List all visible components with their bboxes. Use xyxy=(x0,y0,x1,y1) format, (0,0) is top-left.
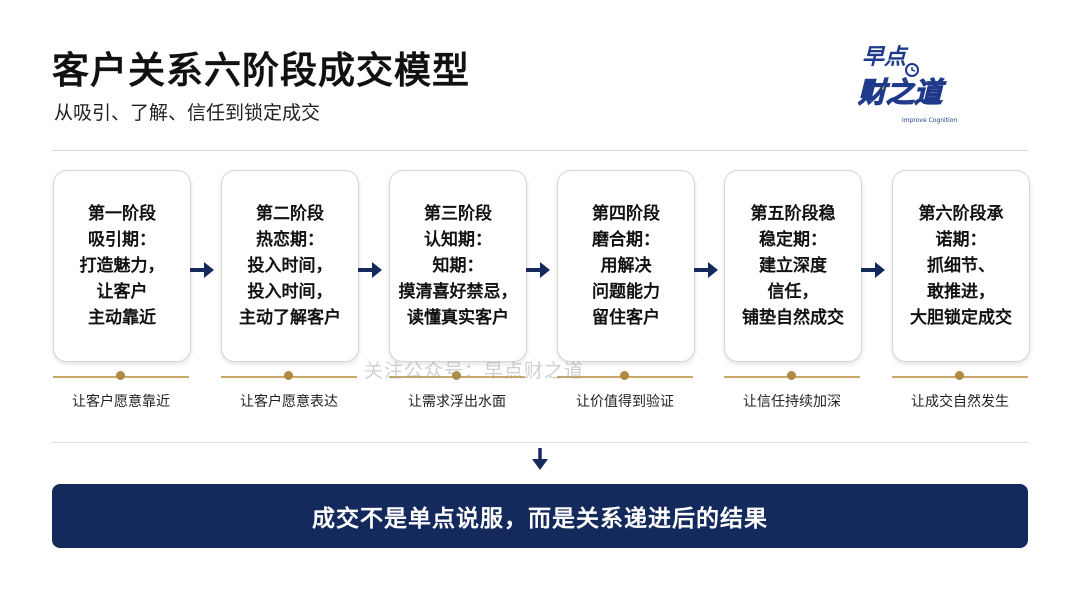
logo-line1: 早点 xyxy=(862,45,909,70)
brand-logo: 早点 财之道 Improve Cognition xyxy=(858,45,957,124)
stage-caption: 让价值得到验证 xyxy=(576,394,674,410)
stage-card-4: 第四阶段 磨合期： 用解决 问题能力 留住客户 xyxy=(557,170,695,362)
stage-text: 第五阶段稳 稳定期： 建立深度 信任， 铺垫自然成交 xyxy=(742,204,844,328)
stage-card-1: 第一阶段 吸引期： 打造魅力， 让客户 主动靠近 xyxy=(53,170,191,362)
logo-line2: 财之道 xyxy=(858,76,947,109)
stage-card-3: 第三阶段 认知期： 知期： 摸清喜好禁忌， 读懂真实客户 xyxy=(389,170,527,362)
arrow-right-icon xyxy=(692,255,722,285)
stage-text: 第三阶段 认知期： 知期： 摸清喜好禁忌， 读懂真实客户 xyxy=(398,204,518,328)
header-divider xyxy=(52,150,1028,151)
result-banner: 成交不是单点说服，而是关系递进后的结果 xyxy=(52,484,1028,548)
arrow-down-icon xyxy=(529,446,551,478)
stage-card-2: 第二阶段 热恋期： 投入时间， 投入时间， 主动了解客户 xyxy=(221,170,359,362)
timeline-dot xyxy=(955,371,964,380)
stage-caption: 让需求浮出水面 xyxy=(408,394,506,410)
arrow-right-icon xyxy=(356,255,386,285)
timeline-dot xyxy=(452,371,461,380)
stage-caption: 让信任持续加深 xyxy=(743,394,841,410)
bottom-divider xyxy=(52,442,1028,443)
page-subtitle: 从吸引、了解、信任到锁定成交 xyxy=(54,102,321,124)
arrow-right-icon xyxy=(188,255,218,285)
stage-caption: 让成交自然发生 xyxy=(911,394,1009,410)
stage-text: 第六阶段承 诺期： 抓细节、 敢推进， 大胆锁定成交 xyxy=(910,204,1012,328)
stage-card-5: 第五阶段稳 稳定期： 建立深度 信任， 铺垫自然成交 xyxy=(724,170,862,362)
watermark: 关注公众号：早点财之道 xyxy=(364,360,585,382)
stage-text: 第一阶段 吸引期： 打造魅力， 让客户 主动靠近 xyxy=(79,204,165,328)
timeline-dot xyxy=(787,371,796,380)
stage-caption: 让客户愿意表达 xyxy=(240,394,338,410)
stage-text: 第二阶段 热恋期： 投入时间， 投入时间， 主动了解客户 xyxy=(239,204,341,328)
page-title: 客户关系六阶段成交模型 xyxy=(52,49,470,92)
arrow-right-icon xyxy=(859,255,889,285)
arrow-right-icon xyxy=(524,255,554,285)
stage-card-6: 第六阶段承 诺期： 抓细节、 敢推进， 大胆锁定成交 xyxy=(892,170,1030,362)
timeline-dot xyxy=(116,371,125,380)
stage-caption: 让客户愿意靠近 xyxy=(72,394,170,410)
logo-tagline: Improve Cognition xyxy=(902,117,957,124)
timeline-dot xyxy=(284,371,293,380)
timeline-dot xyxy=(620,371,629,380)
stage-text: 第四阶段 磨合期： 用解决 问题能力 留住客户 xyxy=(592,204,660,328)
result-text: 成交不是单点说服，而是关系递进后的结果 xyxy=(312,506,768,532)
